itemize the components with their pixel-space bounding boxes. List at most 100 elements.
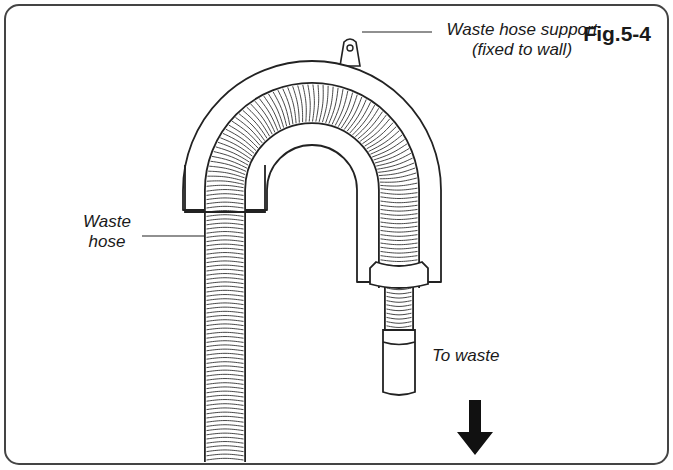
hose-rib <box>207 282 244 284</box>
flow-arrow <box>457 400 493 455</box>
hose-rib <box>387 317 412 319</box>
hose-rib <box>207 328 244 330</box>
hose-rib <box>207 223 244 225</box>
hose-rib <box>207 227 244 229</box>
hose-rib <box>207 383 244 385</box>
hose-rib <box>207 295 244 297</box>
hose-rib <box>381 222 418 224</box>
hose-rib <box>207 412 244 414</box>
hose-rib <box>358 112 383 139</box>
support-clip-left <box>185 165 265 212</box>
hose-rib <box>381 260 418 262</box>
hose-rib <box>207 421 244 423</box>
hose-rib <box>207 425 244 427</box>
hose-rib <box>207 269 244 271</box>
hose-rib <box>381 201 418 203</box>
hose-rib <box>207 176 244 181</box>
hose-rib <box>207 433 244 435</box>
hose-rib <box>298 85 303 122</box>
hose-rib <box>207 219 244 221</box>
hose-rib <box>210 161 246 171</box>
hose-rib <box>387 313 412 315</box>
hose-rib <box>207 303 244 305</box>
hose-rib <box>207 261 244 263</box>
hose-nozzle <box>383 330 415 395</box>
hose-rib <box>313 85 315 122</box>
hose-rib <box>207 202 244 204</box>
hose-rib <box>387 326 412 328</box>
support-clip-right <box>370 262 428 288</box>
hose-rib <box>207 349 244 351</box>
hose-rib <box>207 320 244 322</box>
hose-rib <box>207 374 244 376</box>
hose-rib <box>381 256 418 258</box>
hose-rib <box>207 408 244 410</box>
hose-rib <box>207 429 244 431</box>
hose-rib <box>377 158 412 169</box>
hose-rib <box>207 391 244 393</box>
hose-rib <box>344 97 362 130</box>
flow-label: To waste <box>432 346 532 366</box>
hose-rib <box>207 442 244 444</box>
part-label: Waste hose <box>74 212 140 251</box>
hose-rib <box>326 87 333 123</box>
hose-rib <box>235 117 262 143</box>
hose-rib <box>322 86 328 123</box>
hose-rib <box>207 311 244 313</box>
figure-frame <box>5 5 668 464</box>
hose-rib <box>381 239 418 241</box>
hose-rib <box>381 247 418 249</box>
hose-rib <box>380 188 417 190</box>
hose-rib <box>380 183 417 186</box>
hose-rib <box>207 307 244 309</box>
hose-rib <box>380 173 417 179</box>
hose-rib <box>207 332 244 334</box>
hose-rib <box>207 286 244 288</box>
hose-rib <box>207 181 244 185</box>
leader-line <box>142 235 205 236</box>
hose-rib <box>387 322 412 324</box>
hose-rib <box>381 226 418 228</box>
hose-rib <box>207 395 244 397</box>
hose-outline <box>384 286 414 332</box>
hose-rib <box>207 450 244 452</box>
hose-rib <box>207 190 244 192</box>
hose-rib <box>207 454 244 456</box>
hose-rib <box>273 92 287 126</box>
hose-rib <box>278 90 290 125</box>
hose-rib <box>283 89 293 125</box>
hose-rib <box>207 257 244 259</box>
hose-rib <box>207 446 244 448</box>
hose-rib <box>387 301 412 303</box>
hose-rib <box>207 248 244 250</box>
hose-rib <box>329 88 338 124</box>
hose-rib <box>207 290 244 292</box>
hose-rib <box>387 309 412 311</box>
hose-rib <box>319 85 323 122</box>
hose-rib <box>207 206 244 208</box>
hose-rib <box>376 153 411 166</box>
hose-rib <box>207 337 244 339</box>
hose-rib <box>207 437 244 439</box>
hose-rib <box>207 236 244 238</box>
hose-rib <box>380 178 417 182</box>
hose-rib <box>207 387 244 389</box>
hose-rib <box>207 416 244 418</box>
hose-rib <box>316 85 319 122</box>
hose-rib <box>207 324 244 326</box>
hose-rib <box>207 379 244 381</box>
hose-rib <box>207 404 244 406</box>
hose-rib <box>293 86 300 122</box>
hose-rib <box>381 243 418 245</box>
hose-rib <box>381 230 418 232</box>
hose-rib <box>207 362 244 364</box>
nozzle-ring <box>383 342 415 345</box>
hose-rib <box>209 166 245 174</box>
hose-rib <box>303 85 307 122</box>
hose-rib <box>232 121 260 145</box>
hose-rib <box>207 240 244 242</box>
hose-rib <box>362 119 389 144</box>
hose-rib <box>207 198 244 200</box>
hose-rib <box>360 115 386 141</box>
hose-rib <box>381 235 418 237</box>
